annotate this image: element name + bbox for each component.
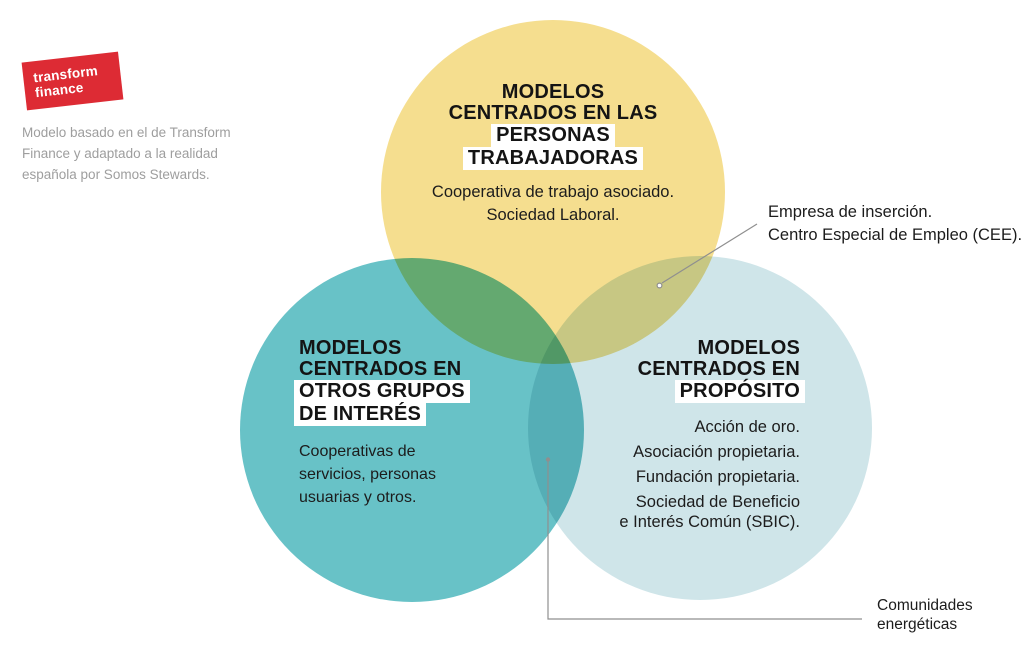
list-item-line: Sociedad de Beneficio xyxy=(635,493,800,511)
annotation-line: energéticas xyxy=(877,616,958,633)
annotation-line: Comunidades xyxy=(877,597,973,614)
label-block-personas-trabajadoras: MODELOS CENTRADOS EN LAS PERSONAS TRABAJ… xyxy=(383,82,723,228)
annotation-insercion: Empresa de inserción. Centro Especial de… xyxy=(768,201,1022,247)
title-line: CENTRADOS EN xyxy=(637,358,800,380)
title-line: MODELOS xyxy=(501,81,605,103)
list-item: Acción de oro. xyxy=(540,417,800,437)
circle-items: Acción de oro. Asociación propietaria. F… xyxy=(540,417,800,532)
annotation-comunidades: Comunidades energéticas xyxy=(877,596,973,634)
title-line: CENTRADOS EN xyxy=(299,358,462,380)
list-item-line: servicios, personas xyxy=(299,466,436,483)
list-item: Asociación propietaria. xyxy=(540,442,800,462)
list-item: Cooperativas de servicios, personas usua… xyxy=(299,440,519,509)
list-item-line: Cooperativa de trabajo asociado. xyxy=(431,183,675,201)
circle-title: MODELOS CENTRADOS EN LAS PERSONAS TRABAJ… xyxy=(383,82,723,170)
list-item-line: Acción de oro. xyxy=(694,418,800,436)
title-line-highlighted: DE INTERÉS xyxy=(294,403,519,426)
circle-title: MODELOS CENTRADOS EN PROPÓSITO xyxy=(540,337,805,403)
circle-items: Cooperativa de trabajo asociado. Socieda… xyxy=(383,182,723,225)
title-line: MODELOS xyxy=(697,337,800,359)
circle-otros-grupos-de-interes xyxy=(240,258,584,602)
list-item-line: Cooperativas de xyxy=(299,443,416,460)
source-note-line: Modelo basado en el de Transform xyxy=(22,125,231,140)
title-line-highlighted: TRABAJADORAS xyxy=(383,147,723,170)
list-item: Sociedad de Beneficio e Interés Común (S… xyxy=(540,492,800,532)
circle-title: MODELOS CENTRADOS EN OTROS GRUPOS DE INT… xyxy=(294,337,519,426)
title-line-highlighted: PERSONAS xyxy=(383,124,723,147)
source-note-line: Finance y adaptado a la realidad xyxy=(22,146,218,161)
title-line-highlighted: OTROS GRUPOS xyxy=(294,380,519,403)
label-block-otros-grupos: MODELOS CENTRADOS EN OTROS GRUPOS DE INT… xyxy=(294,337,519,509)
title-line-highlighted: PROPÓSITO xyxy=(540,380,805,403)
annotation-line: Centro Especial de Empleo (CEE). xyxy=(768,226,1023,244)
title-line: MODELOS xyxy=(299,337,402,359)
list-item-line: e Interés Común (SBIC). xyxy=(619,513,800,531)
list-item-line: usuarias y otros. xyxy=(299,489,417,506)
list-item-line: Fundación propietaria. xyxy=(635,468,800,486)
circle-items: Cooperativas de servicios, personas usua… xyxy=(299,440,519,509)
list-item: Cooperativa de trabajo asociado. xyxy=(383,182,723,202)
label-block-proposito: MODELOS CENTRADOS EN PROPÓSITO Acción de… xyxy=(540,337,805,537)
annotation-line: Empresa de inserción. xyxy=(768,203,933,221)
list-item: Fundación propietaria. xyxy=(540,467,800,487)
list-item-line: Asociación propietaria. xyxy=(633,443,800,461)
title-line: CENTRADOS EN LAS xyxy=(448,102,658,124)
list-item-line: Sociedad Laboral. xyxy=(486,206,620,224)
source-note: Modelo basado en el de Transform Finance… xyxy=(22,122,272,185)
source-note-line: española por Somos Stewards. xyxy=(22,167,210,182)
list-item: Sociedad Laboral. xyxy=(383,205,723,225)
